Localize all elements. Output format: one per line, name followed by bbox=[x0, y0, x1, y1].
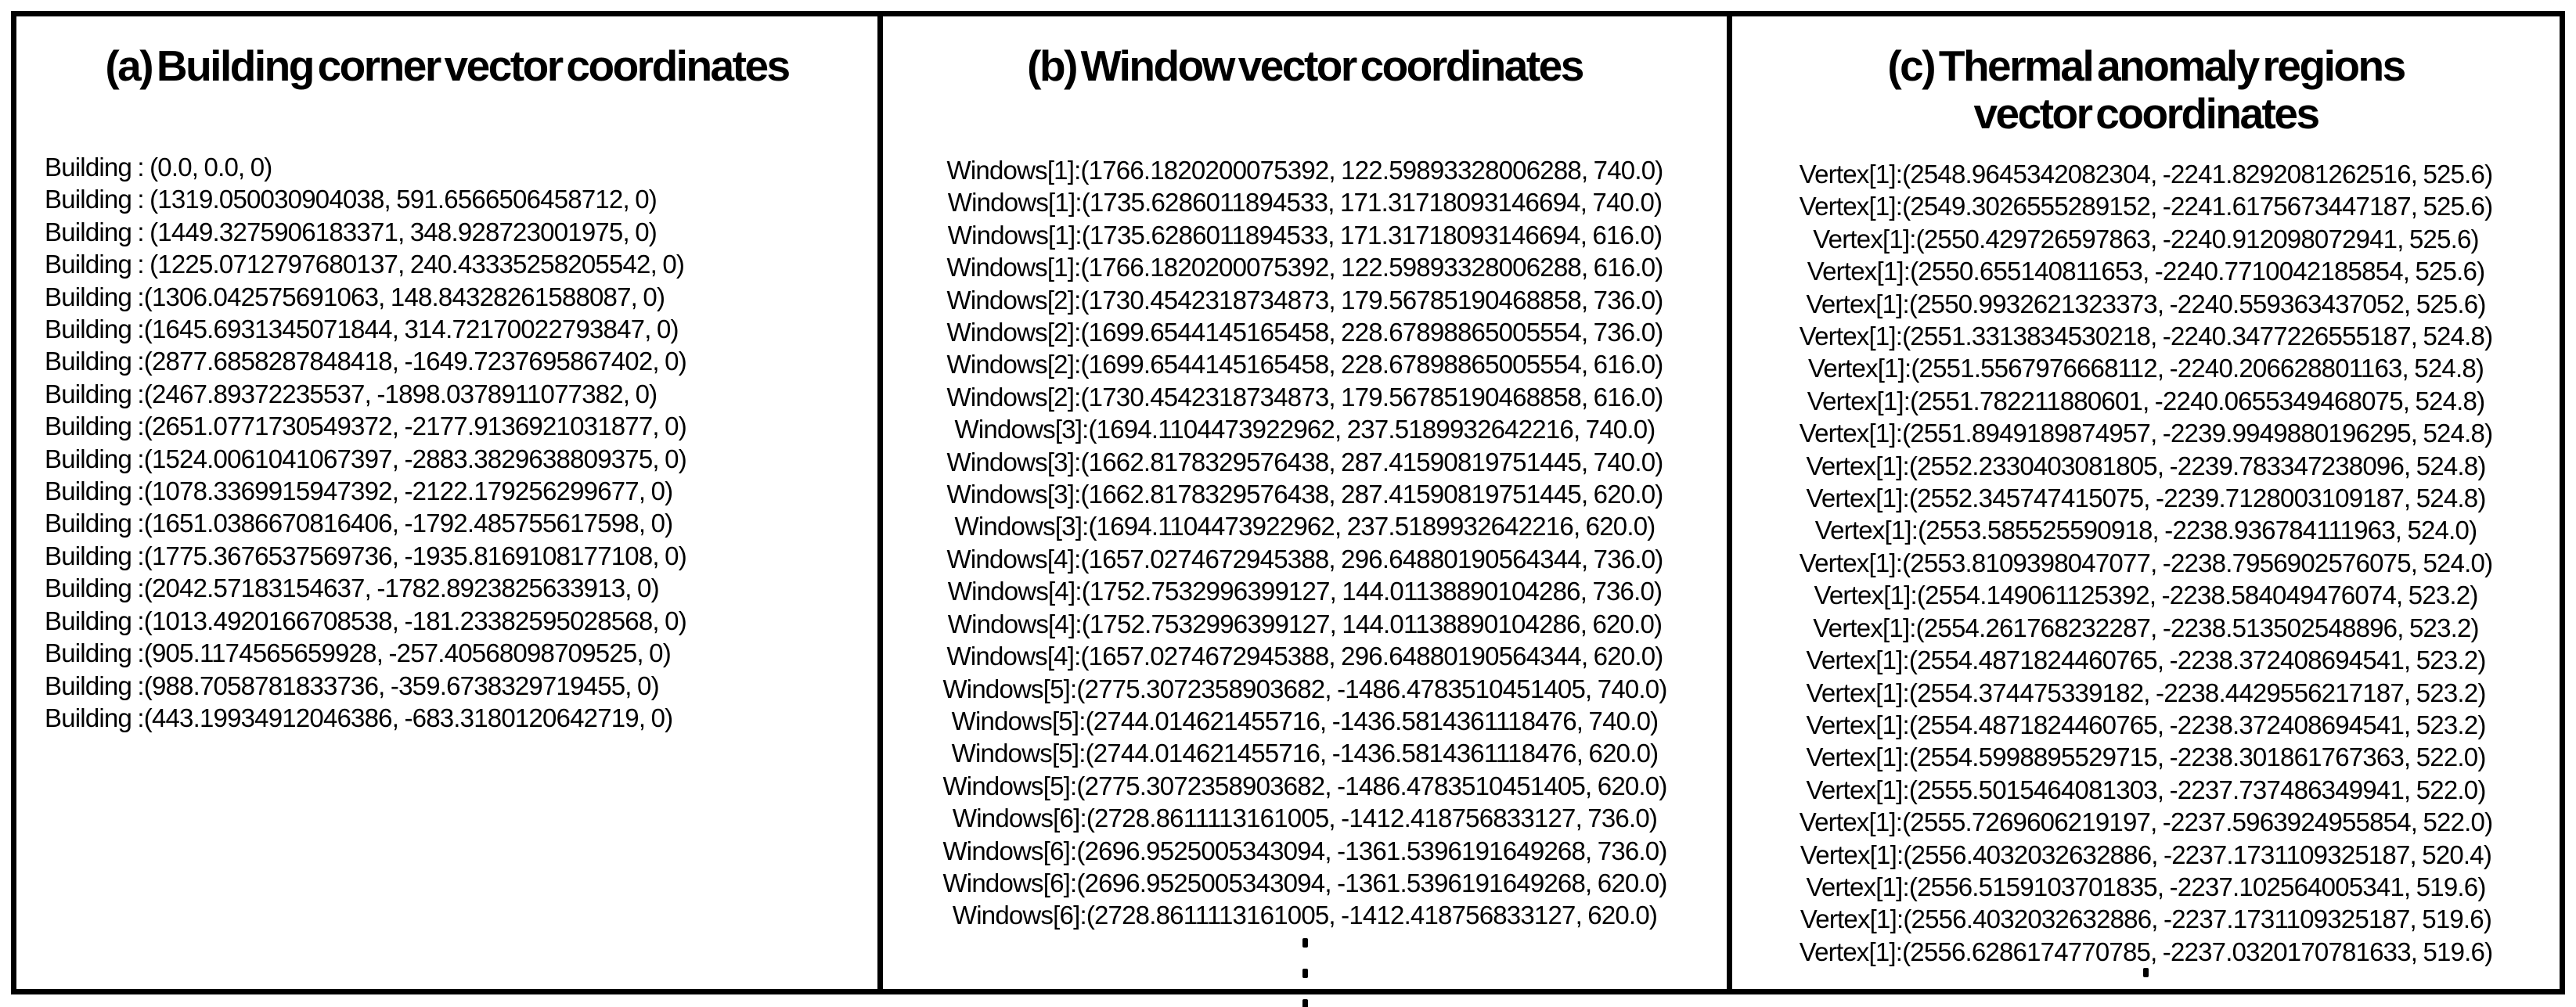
coordinate-line: Windows[1]:(1766.1820200075392, 122.5989… bbox=[946, 156, 1664, 185]
coordinate-line: Vertex[1]:(2554.5998895529715, -2238.301… bbox=[1806, 743, 2486, 772]
coordinate-line: Vertex[1]:(2551.5567976668112, -2240.206… bbox=[1807, 354, 2484, 383]
figure-frame: (a) Building corner vector coordinates B… bbox=[11, 11, 2565, 1007]
panel-b-title: (b) Window vector coordinates bbox=[1027, 41, 1584, 90]
coordinate-line: Windows[3]:(1694.1104473922962, 237.5189… bbox=[954, 415, 1656, 444]
coordinate-line: Building :(2651.0771730549372, -2177.913… bbox=[45, 412, 687, 441]
coordinate-line: Vertex[1]:(2554.4871824460765, -2238.372… bbox=[1806, 646, 2486, 675]
panel-b-windows: (b) Window vector coordinates Windows[1]… bbox=[883, 16, 1732, 1007]
panel-c-title: (c) Thermal anomaly regions vector coord… bbox=[1887, 41, 2406, 138]
coordinate-line: Vertex[1]:(2550.429726597863, -2240.9120… bbox=[1813, 224, 2479, 254]
coordinate-line: Windows[1]:(1766.1820200075392, 122.5989… bbox=[946, 253, 1664, 282]
coordinate-line: Windows[6]:(2728.8611113161005, -1412.41… bbox=[952, 804, 1658, 833]
coordinate-line: Building : (1319.050030904038, 591.65665… bbox=[45, 185, 658, 214]
coordinate-line: Windows[3]:(1694.1104473922962, 237.5189… bbox=[954, 512, 1656, 541]
coordinate-line: Vertex[1]:(2552.345747415075, -2239.7128… bbox=[1806, 484, 2486, 513]
coordinate-line: Building :(1524.0061041067397, -2883.382… bbox=[45, 444, 687, 473]
coordinate-line: Vertex[1]:(2556.4032032632886, -2237.173… bbox=[1800, 840, 2492, 869]
coordinate-line: Windows[6]:(2696.9525005343094, -1361.53… bbox=[942, 868, 1667, 897]
coordinate-line: Building :(443.19934912046386, -683.3180… bbox=[45, 703, 673, 732]
coordinate-line: Windows[2]:(1730.4542318734873, 179.5678… bbox=[946, 285, 1664, 315]
coordinate-line: Vertex[1]:(2551.3313834530218, -2240.347… bbox=[1799, 322, 2493, 351]
coordinate-line: Vertex[1]:(2549.3026555289152, -2241.617… bbox=[1799, 192, 2493, 221]
coordinate-line: Windows[5]:(2744.014621455716, -1436.581… bbox=[951, 739, 1659, 768]
coordinate-line: Building : (1449.3275906183371, 348.9287… bbox=[45, 217, 658, 246]
panel-c-coordinate-list: Vertex[1]:(2548.9645342082304, -2241.829… bbox=[1732, 158, 2560, 968]
coordinate-line: Vertex[1]:(2553.585525590918, -2238.9367… bbox=[1814, 516, 2477, 545]
coordinate-line: Windows[2]:(1730.4542318734873, 179.5678… bbox=[946, 382, 1664, 412]
continuation-ellipsis-dot bbox=[1302, 938, 1308, 948]
coordinate-line: Building :(2877.6858287848418, -1649.723… bbox=[45, 347, 687, 376]
coordinate-line: Windows[6]:(2696.9525005343094, -1361.53… bbox=[942, 836, 1667, 865]
coordinate-line: Windows[6]:(2728.8611113161005, -1412.41… bbox=[952, 901, 1658, 930]
coordinate-line: Windows[4]:(1657.0274672945388, 296.6488… bbox=[946, 544, 1664, 574]
panel-c-continuation-ellipsis bbox=[1732, 968, 2560, 998]
coordinate-line: Vertex[1]:(2553.8109398047077, -2238.795… bbox=[1799, 548, 2493, 577]
coordinate-line: Building : (1225.0712797680137, 240.4333… bbox=[45, 250, 685, 279]
coordinate-line: Windows[2]:(1699.6544145165458, 228.6789… bbox=[946, 350, 1664, 379]
coordinate-line: Vertex[1]:(2551.782211880601, -2240.0655… bbox=[1807, 386, 2485, 415]
coordinate-line: Building :(1651.0386670816406, -1792.485… bbox=[45, 509, 673, 538]
coordinate-line: Building : (0.0, 0.0, 0) bbox=[45, 153, 272, 182]
coordinate-line: Building :(1013.4920166708538, -181.2338… bbox=[45, 606, 687, 635]
panel-b-coordinate-list: Windows[1]:(1766.1820200075392, 122.5989… bbox=[883, 154, 1727, 932]
coordinate-line: Windows[5]:(2744.014621455716, -1436.581… bbox=[951, 706, 1659, 735]
continuation-ellipsis-dot bbox=[1302, 999, 1308, 1007]
coordinate-line: Windows[3]:(1662.8178329576438, 287.4159… bbox=[946, 447, 1664, 477]
coordinate-line: Windows[1]:(1735.6286011894533, 171.3171… bbox=[947, 188, 1663, 218]
coordinate-line: Building :(1645.6931345071844, 314.72170… bbox=[45, 315, 679, 344]
coordinate-line: Windows[4]:(1657.0274672945388, 296.6488… bbox=[946, 642, 1664, 671]
coordinate-line: Vertex[1]:(2554.374475339182, -2238.4429… bbox=[1806, 678, 2486, 707]
coordinate-line: Building :(1078.3369915947392, -2122.179… bbox=[45, 477, 673, 506]
coordinate-line: Windows[4]:(1752.7532996399127, 144.0113… bbox=[947, 577, 1663, 606]
coordinate-line: Building :(905.1174565659928, -257.40568… bbox=[45, 638, 672, 668]
coordinate-line: Building :(1775.3676537569736, -1935.816… bbox=[45, 541, 687, 570]
coordinate-line: Vertex[1]:(2556.5159103701835, -2237.102… bbox=[1806, 872, 2486, 901]
continuation-ellipsis-dot bbox=[2143, 968, 2149, 977]
coordinate-line: Building :(988.7058781833736, -359.67383… bbox=[45, 671, 660, 700]
coordinate-line: Building :(2467.89372235537, -1898.03789… bbox=[45, 379, 658, 408]
coordinate-line: Windows[5]:(2775.3072358903682, -1486.47… bbox=[942, 771, 1667, 800]
panel-a-building-corners: (a) Building corner vector coordinates B… bbox=[16, 16, 883, 989]
coordinate-line: Windows[1]:(1735.6286011894533, 171.3171… bbox=[947, 220, 1663, 250]
coordinate-line: Vertex[1]:(2554.4871824460765, -2238.372… bbox=[1806, 710, 2486, 739]
coordinate-line: Windows[3]:(1662.8178329576438, 287.4159… bbox=[946, 480, 1664, 509]
coordinate-line: Windows[2]:(1699.6544145165458, 228.6789… bbox=[946, 318, 1664, 347]
panel-a-title: (a) Building corner vector coordinates bbox=[105, 41, 791, 90]
coordinate-line: Vertex[1]:(2554.149061125392, -2238.5840… bbox=[1814, 581, 2478, 610]
coordinate-line: Vertex[1]:(2555.5015464081303, -2237.737… bbox=[1806, 775, 2486, 804]
coordinate-line: Vertex[1]:(2551.8949189874957, -2239.994… bbox=[1799, 419, 2493, 448]
coordinate-line: Windows[4]:(1752.7532996399127, 144.0113… bbox=[947, 609, 1663, 638]
continuation-ellipsis-dot bbox=[1302, 969, 1308, 978]
panel-a-coordinate-list: Building : (0.0, 0.0, 0) Building : (1319… bbox=[45, 151, 687, 734]
coordinate-line: Vertex[1]:(2555.7269606219197, -2237.596… bbox=[1799, 807, 2493, 837]
panel-c-thermal-anomaly: (c) Thermal anomaly regions vector coord… bbox=[1732, 16, 2560, 989]
coordinate-line: Building :(2042.57183154637, -1782.89238… bbox=[45, 574, 660, 603]
coordinate-line: Vertex[1]:(2556.6286174770785, -2237.032… bbox=[1799, 937, 2493, 966]
coordinate-line: Vertex[1]:(2550.655140811653, -2240.7710… bbox=[1807, 257, 2485, 286]
coordinate-line: Vertex[1]:(2556.4032032632886, -2237.173… bbox=[1800, 905, 2492, 934]
panel-b-continuation-ellipsis bbox=[883, 938, 1727, 1007]
coordinate-line: Building :(1306.042575691063, 148.843282… bbox=[45, 282, 665, 311]
coordinate-line: Vertex[1]:(2548.9645342082304, -2241.829… bbox=[1799, 160, 2493, 189]
coordinate-line: Vertex[1]:(2554.261768232287, -2238.5135… bbox=[1813, 613, 2479, 642]
coordinate-line: Vertex[1]:(2550.9932621323373, -2240.559… bbox=[1806, 289, 2486, 318]
coordinate-line: Windows[5]:(2775.3072358903682, -1486.47… bbox=[942, 674, 1667, 703]
coordinate-line: Vertex[1]:(2552.2330403081805, -2239.783… bbox=[1806, 451, 2486, 480]
